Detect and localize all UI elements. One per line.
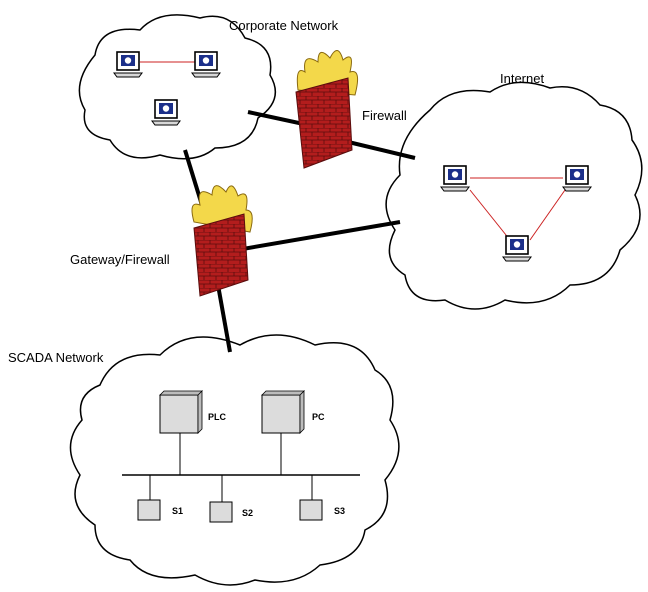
label-scada-network: SCADA Network [8,350,104,365]
internet-internal-link [469,189,511,241]
label-s2: S2 [242,508,254,518]
computer-icon [440,165,470,192]
gateway-firewall-icon [191,185,253,297]
computer-icon [191,51,221,78]
pc-device-icon [261,390,305,434]
internet-internal-link [529,189,566,241]
device-box-icon [209,501,233,523]
label-pc: PC [312,412,325,422]
scada-network-cloud [69,334,400,586]
corporate-network-cloud [78,14,277,160]
firewall-brick-wall-icon [295,77,353,169]
computer-icon [113,51,143,78]
link-gateway-internet [224,220,401,254]
label-corporate-network: Corporate Network [229,18,339,33]
label-s1: S1 [172,506,184,516]
label-firewall: Firewall [362,108,407,123]
firewall-brick-wall-icon [193,213,249,297]
firewall-icon [295,50,359,169]
plc-device-icon [159,390,203,434]
internet-cloud [385,81,643,310]
device-box-icon [299,499,323,521]
label-plc: PLC [208,412,226,422]
computer-icon [562,165,592,192]
device-box-icon [137,499,161,521]
link-firewall-internet [339,138,416,160]
computer-icon [151,99,181,126]
label-gateway-firewall: Gateway/Firewall [70,252,170,267]
computer-icon [502,235,532,262]
label-internet: Internet [500,71,545,86]
link-gateway-scada [216,284,232,353]
label-s3: S3 [334,506,346,516]
